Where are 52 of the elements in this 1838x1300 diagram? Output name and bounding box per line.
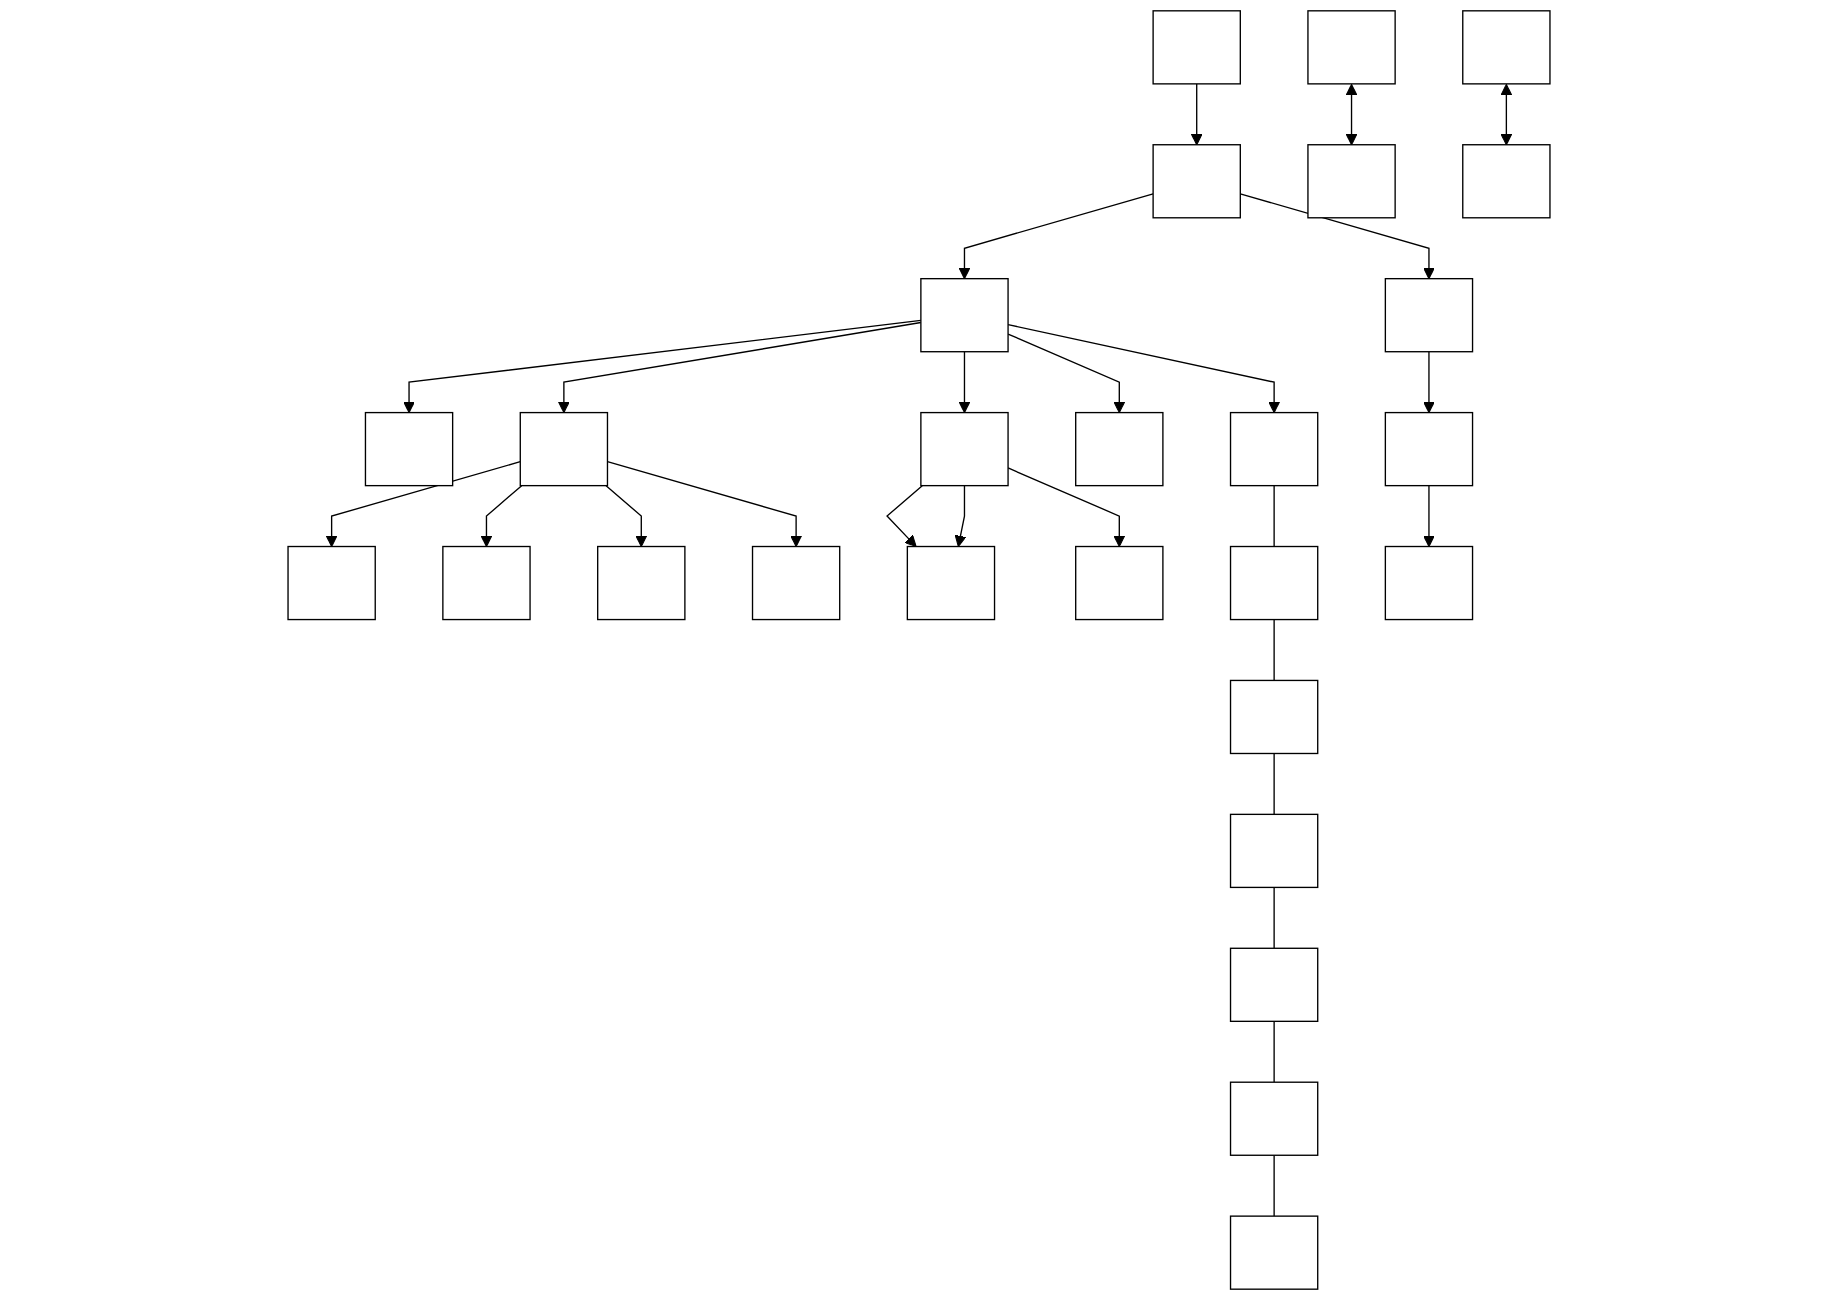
node-box: [519, 411, 609, 487]
connector: [1273, 886, 1275, 949]
arrow: [557, 321, 922, 414]
connector: [1273, 1154, 1275, 1217]
arrow: [1423, 351, 1435, 414]
arrow: [1190, 83, 1203, 146]
arrow: [1239, 193, 1435, 280]
arrow: [886, 484, 923, 548]
connector: [1273, 618, 1275, 682]
node-box: [1229, 679, 1319, 755]
node-box: [920, 278, 1009, 353]
node-box: [906, 545, 996, 621]
arrow: [1500, 83, 1513, 146]
arrow: [1423, 484, 1435, 548]
node-box: [1462, 144, 1551, 219]
arrow: [325, 461, 521, 548]
arrow: [606, 461, 803, 548]
arrow: [958, 351, 971, 414]
node-box: [364, 411, 454, 487]
arrow: [480, 484, 523, 548]
arrow: [1007, 333, 1126, 414]
node-box: [751, 545, 841, 621]
connector: [1273, 1020, 1275, 1083]
arrow: [1007, 467, 1126, 548]
node-box: [1384, 545, 1474, 621]
arrow: [605, 484, 648, 548]
node-box: [1384, 278, 1474, 353]
arrow: [958, 193, 1154, 280]
arrow: [954, 484, 967, 548]
connector: [1273, 752, 1275, 816]
node-box: [1152, 144, 1241, 219]
node-box: [1152, 10, 1241, 85]
node-box: [1229, 813, 1319, 889]
arrow: [1345, 83, 1358, 146]
node-box: [1229, 947, 1319, 1022]
node-box: [1229, 545, 1319, 621]
node-box: [1462, 10, 1551, 85]
node-box: [1229, 1215, 1319, 1290]
arrow: [403, 319, 922, 414]
node-box: [287, 545, 376, 621]
node-box: [1229, 411, 1319, 487]
node-box: [442, 545, 531, 621]
node-box: [1229, 1081, 1319, 1156]
node-box: [1075, 545, 1164, 621]
arrow: [1007, 323, 1281, 414]
node-box: [920, 411, 1009, 487]
connector: [1273, 484, 1275, 548]
node-box: [1307, 10, 1396, 85]
node-box: [597, 545, 686, 621]
node-box: [1075, 411, 1164, 487]
node-box: [1307, 144, 1396, 219]
node-box: [1384, 411, 1474, 487]
